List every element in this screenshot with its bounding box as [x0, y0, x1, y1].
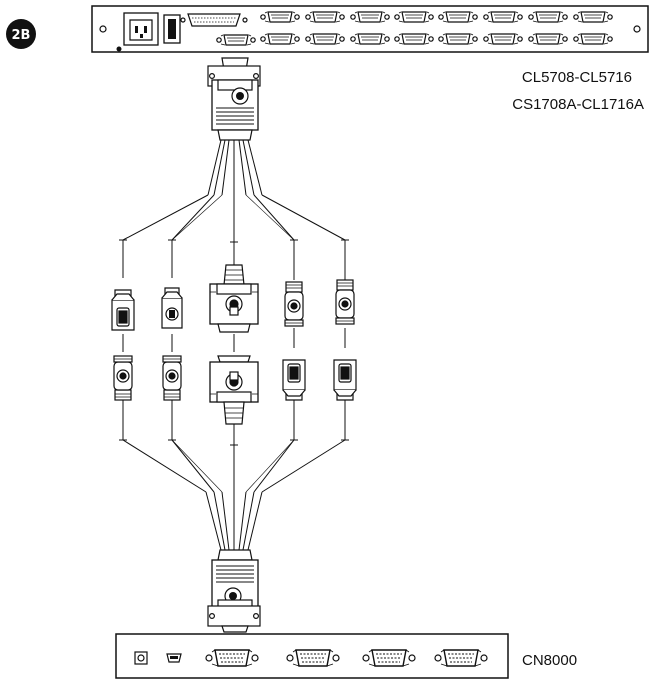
vga-connector-icon — [209, 355, 259, 425]
bottom-cable-bundle — [122, 439, 346, 551]
top-cable-bundle — [122, 139, 346, 242]
parallel-port-icon — [180, 13, 248, 27]
extender-model-label: CN8000 — [522, 652, 577, 669]
ps2-connector-icon — [335, 239, 355, 325]
power-switch-icon — [163, 14, 181, 44]
upper-branch-connectors — [111, 239, 355, 333]
usb-connector-icon — [333, 359, 357, 401]
step-badge-text: 2B — [12, 28, 31, 43]
kvm-model-label-2: CS1708A-CL1716A — [512, 96, 644, 113]
kvm-model-label-1: CL5708-CL5716 — [522, 69, 632, 86]
kvm-switch-rear-panel — [91, 5, 649, 53]
vga-connector-icon — [209, 241, 259, 333]
power-inlet-icon — [123, 12, 159, 46]
ps2-connector-icon — [284, 239, 304, 327]
usb-connector-icon — [111, 239, 135, 331]
top-kvm-cable-connector — [207, 57, 261, 141]
bottom-extender-cable-connector — [207, 549, 261, 633]
usb-connector-icon — [161, 239, 183, 329]
usb-connector-icon — [282, 359, 306, 401]
mini-usb-port-icon — [166, 653, 182, 663]
dc-power-jack-icon — [134, 651, 148, 665]
step-badge: 2B — [6, 19, 36, 49]
lower-branch-connectors — [113, 355, 357, 425]
ps2-connector-icon — [162, 355, 182, 401]
cn8000-rear-panel — [115, 633, 509, 679]
ps2-connector-icon — [113, 355, 133, 401]
connector-link-lines — [122, 328, 346, 352]
